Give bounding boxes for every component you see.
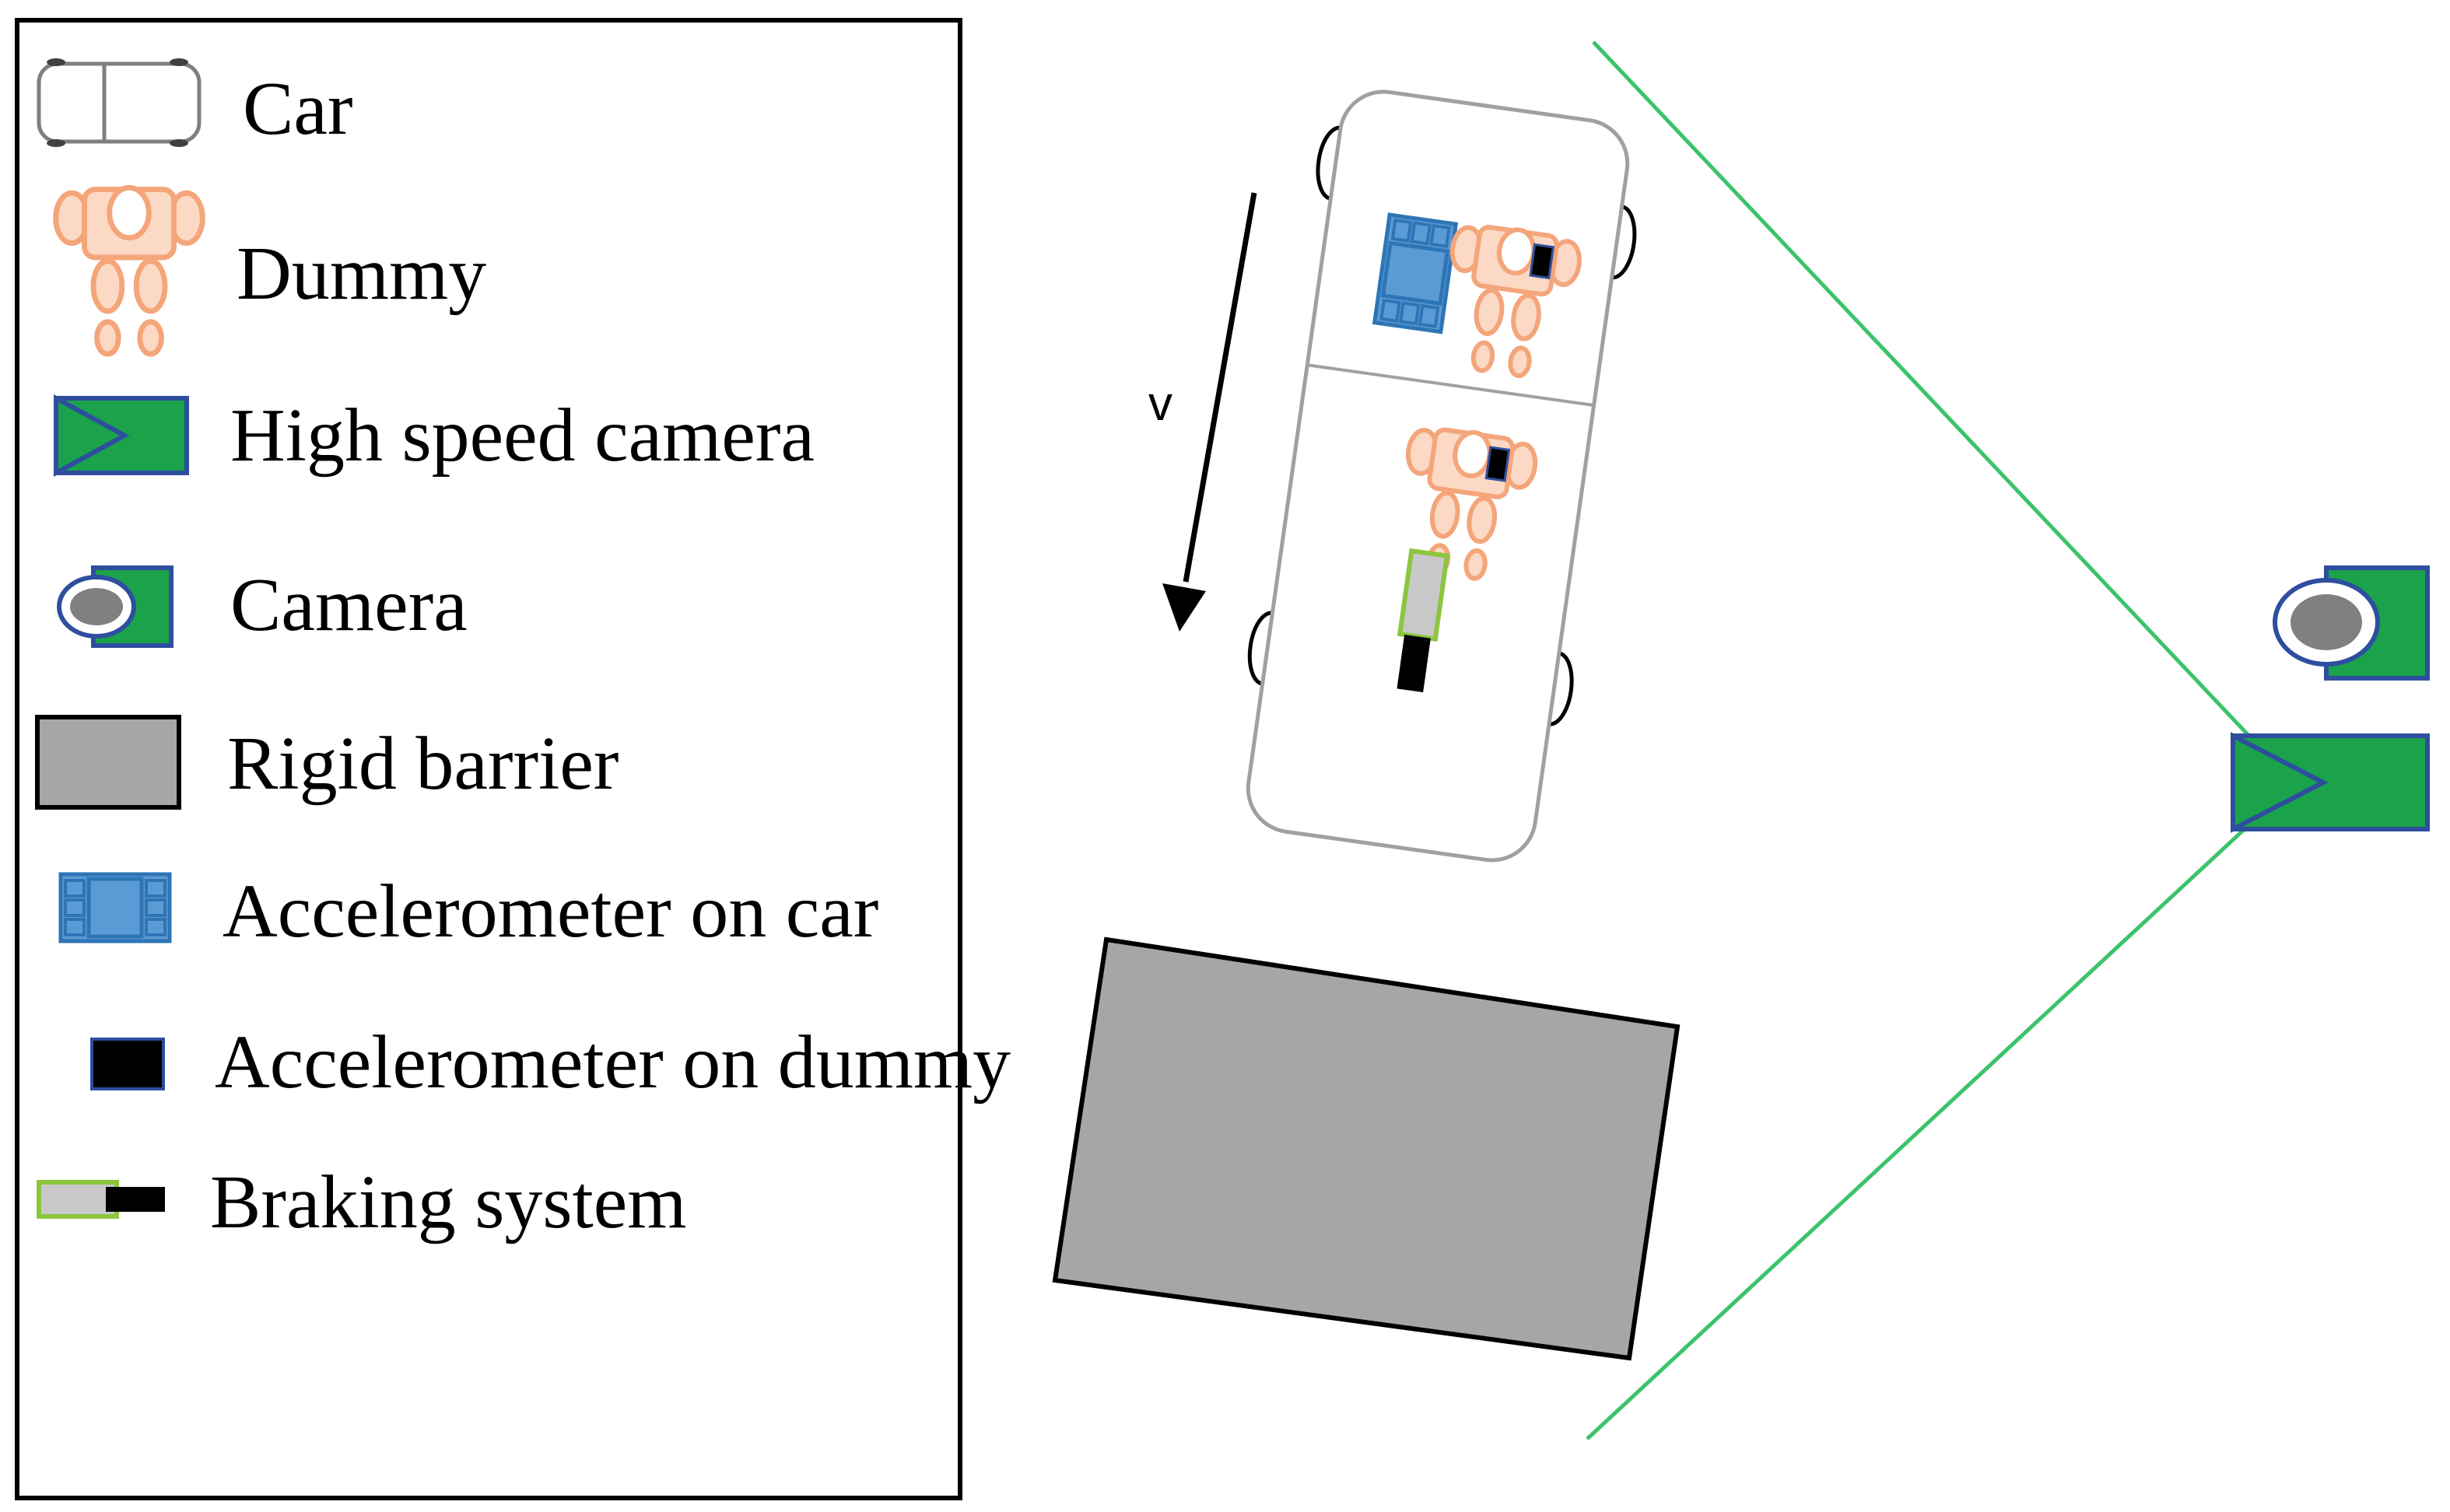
high-speed-camera-icon bbox=[54, 394, 189, 478]
accelerometer-dummy-icon bbox=[90, 1038, 165, 1090]
rear-dummy bbox=[1392, 424, 1538, 585]
legend: Car Dummy High speed camera Camera Rigid… bbox=[15, 18, 1011, 1500]
scene: v bbox=[1052, 40, 2430, 1440]
legend-label-camera: Camera bbox=[230, 563, 468, 647]
car-icon bbox=[37, 58, 202, 147]
rigid-barrier-icon bbox=[35, 715, 181, 810]
legend-label-accelerometer-on-dummy: Accelerometer on dummy bbox=[215, 1020, 1011, 1104]
velocity-arrow bbox=[1162, 192, 1257, 632]
rigid-barrier bbox=[1052, 936, 1681, 1361]
high-speed-camera bbox=[2231, 732, 2430, 833]
rear-dummy-accelerometer bbox=[1484, 446, 1511, 482]
legend-label-dummy: Dummy bbox=[237, 232, 486, 316]
camera bbox=[2273, 565, 2430, 681]
front-dummy-accelerometer bbox=[1529, 243, 1555, 280]
legend-label-car: Car bbox=[243, 67, 353, 151]
camera-icon bbox=[57, 565, 173, 648]
braking-system bbox=[1397, 548, 1450, 693]
legend-label-accelerometer-on-car: Accelerometer on car bbox=[223, 870, 878, 954]
velocity-label: v bbox=[1148, 377, 1172, 431]
braking-system-icon bbox=[37, 1180, 165, 1219]
field-of-view-lines bbox=[1586, 40, 2258, 1440]
front-dummy bbox=[1436, 221, 1583, 382]
accelerometer-car-icon bbox=[61, 874, 170, 941]
legend-label-braking-system: Braking system bbox=[210, 1160, 686, 1244]
legend-label-rigid-barrier: Rigid barrier bbox=[227, 722, 619, 806]
legend-label-high-speed-camera: High speed camera bbox=[230, 394, 815, 478]
car bbox=[1246, 89, 1637, 863]
car-accelerometer bbox=[1375, 215, 1456, 332]
